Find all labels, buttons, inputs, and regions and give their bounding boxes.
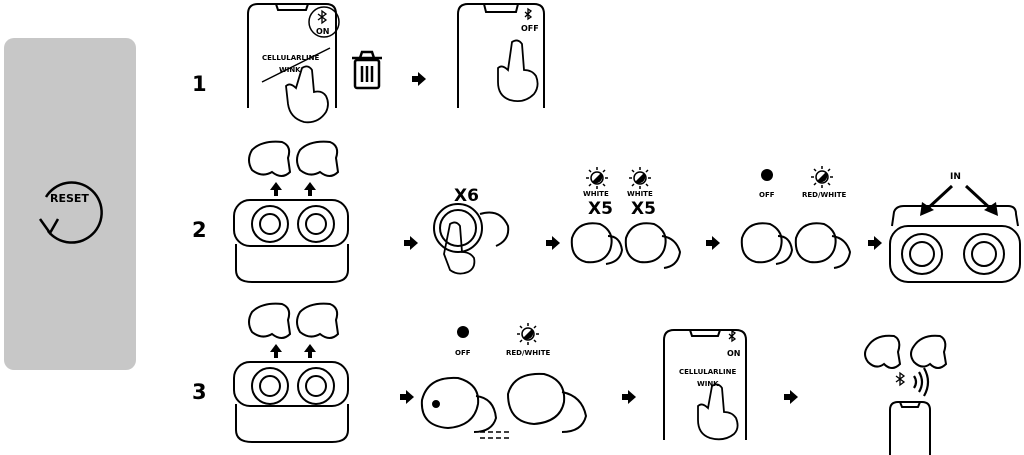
- led-red-white-label: RED/WHITE: [506, 349, 551, 357]
- strike-line: [261, 47, 331, 83]
- earbud-icon: [296, 140, 340, 177]
- device-name-line1: CELLULARLINE: [679, 368, 737, 376]
- phone-icon: [457, 3, 545, 108]
- arrow-in-icon: [924, 184, 994, 212]
- trash-icon: [352, 50, 382, 90]
- flash-count-label: X5: [631, 199, 656, 219]
- bluetooth-badge: [308, 6, 340, 38]
- bt-on-label: ON: [727, 349, 741, 358]
- step-number-3: 3: [192, 380, 207, 404]
- earbud-icon: [910, 334, 948, 369]
- earbud-icon: [433, 203, 510, 253]
- step-number-2: 2: [192, 218, 207, 242]
- phone-icon: [247, 3, 337, 108]
- hand-tap-icon: [497, 39, 539, 103]
- led-off-label: OFF: [759, 191, 775, 199]
- phone-icon: [889, 401, 931, 455]
- reset-panel: [4, 38, 136, 370]
- earbud-icon: [624, 222, 682, 269]
- flash-count-label: X5: [588, 199, 613, 219]
- device-name-line2: WINK: [697, 380, 719, 388]
- earbud-icon: [506, 372, 588, 433]
- earbud-icon: [864, 334, 902, 369]
- earbud-icon: [248, 140, 292, 177]
- hand-tap-icon: [697, 383, 739, 441]
- arrow-up-icon: [270, 182, 316, 196]
- charging-case-icon: [233, 199, 349, 283]
- led-off-label: OFF: [455, 349, 471, 357]
- bt-off-label: OFF: [521, 24, 539, 33]
- earbud-icon: [740, 222, 794, 265]
- led-white-label: WHITE: [627, 190, 653, 198]
- earbud-icon: [248, 302, 292, 339]
- device-name-line2: WINK: [279, 66, 301, 74]
- hand-tap-icon: [443, 221, 476, 275]
- charging-case-icon: [889, 205, 1021, 283]
- earbud-icon: [296, 302, 340, 339]
- in-label: IN: [950, 172, 961, 182]
- bluetooth-icon: [317, 7, 906, 387]
- led-red-white-label: RED/WHITE: [802, 191, 847, 199]
- arrow-up-icon: [270, 344, 316, 358]
- earbud-icon: [570, 222, 624, 265]
- step-number-1: 1: [192, 72, 207, 96]
- charging-case-icon: [233, 361, 349, 443]
- tap-count-label: X6: [454, 186, 479, 206]
- earbud-icon: [420, 376, 498, 433]
- reset-icon: [38, 181, 103, 244]
- device-name-line1: CELLULARLINE: [262, 54, 320, 62]
- led-light-icon: [457, 166, 833, 345]
- phone-icon: [663, 329, 747, 440]
- hand-tap-icon: [285, 65, 329, 124]
- earbud-icon: [794, 222, 852, 269]
- reset-label: RESET: [50, 192, 89, 205]
- arrow-right-icon: [400, 72, 882, 404]
- bt-on-label: ON: [316, 27, 330, 36]
- dashed-lines: [480, 431, 510, 439]
- led-white-label: WHITE: [583, 190, 609, 198]
- signal-waves-icon: [913, 367, 930, 397]
